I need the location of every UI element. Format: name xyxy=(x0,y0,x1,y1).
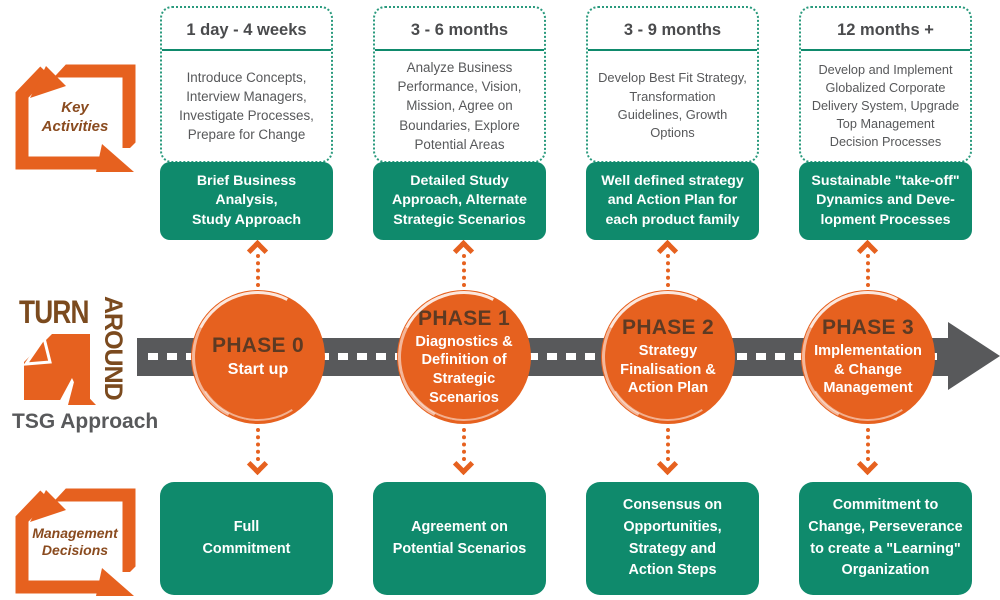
dotted-arrow-up-icon xyxy=(656,239,679,287)
decision-box-1: Full Commitment xyxy=(160,482,333,595)
decision-box-2: Agreement on Potential Scenarios xyxy=(373,482,546,595)
activities-text: Develop Best Fit Strategy, Transformatio… xyxy=(598,70,747,141)
road-arrow-icon xyxy=(948,322,1000,390)
phase-circle-1: PHASE 1 Diagnostics & Definition of Stra… xyxy=(397,290,531,424)
activity-card-1: 1 day - 4 weeks Introduce Concepts, Inte… xyxy=(160,6,333,163)
dotted-arrow-down-icon xyxy=(656,428,679,476)
duration-header: 1 day - 4 weeks xyxy=(162,8,331,51)
dotted-arrow-up-icon xyxy=(246,239,269,287)
logo-turn-text: TURN xyxy=(19,294,89,330)
dotted-arrow-up-icon xyxy=(856,239,879,287)
activity-card-2: 3 - 6 months Analyze Business Performanc… xyxy=(373,6,546,163)
activities-text: Develop and Implement Globalized Corpora… xyxy=(811,62,960,150)
loop-arrow-icon xyxy=(15,484,136,598)
key-activities-text: Key Activities xyxy=(41,99,109,135)
logo-turnaround: TURN AROUND TSG Approach xyxy=(12,294,162,444)
dotted-arrow-down-icon xyxy=(452,428,475,476)
phase-circle-2: PHASE 2 Strategy Finalisation & Action P… xyxy=(601,290,735,424)
duration-header: 3 - 9 months xyxy=(588,8,757,51)
decision-box-4: Commitment to Change, Perseverance to cr… xyxy=(799,482,972,595)
activities-text: Analyze Business Performance, Vision, Mi… xyxy=(397,60,522,152)
management-decisions-text: Management Decisions xyxy=(32,524,118,559)
logo-caption: TSG Approach xyxy=(12,410,159,433)
deliverable-box-2: Detailed Study Approach, Alternate Strat… xyxy=(373,162,546,240)
dotted-arrow-down-icon xyxy=(246,428,269,476)
dotted-arrow-down-icon xyxy=(856,428,879,476)
activities-text: Introduce Concepts, Interview Managers, … xyxy=(179,69,314,143)
activity-card-4: 12 months + Develop and Implement Global… xyxy=(799,6,972,163)
logo-around-text: AROUND xyxy=(99,296,127,400)
decision-box-3: Consensus on Opportunities, Strategy and… xyxy=(586,482,759,595)
phase-circle-3: PHASE 3 Implementation & Change Manageme… xyxy=(801,290,935,424)
phase-subtitle: Diagnostics & Definition of Strategic Sc… xyxy=(415,333,513,406)
loop-arrow-icon xyxy=(15,60,136,174)
logo-square-icon xyxy=(22,334,96,405)
road-center-dashes xyxy=(148,353,942,360)
phase-subtitle: Implementation & Change Management xyxy=(814,342,922,397)
phase-title: PHASE 0 xyxy=(212,333,304,357)
key-activities-label: Key Activities xyxy=(12,60,138,174)
activity-card-3: 3 - 9 months Develop Best Fit Strategy, … xyxy=(586,6,759,163)
management-decisions-label: Management Decisions xyxy=(12,484,138,598)
phase-circle-0: PHASE 0 Start up xyxy=(191,290,325,424)
duration-header: 3 - 6 months xyxy=(375,8,544,51)
duration-header: 12 months + xyxy=(801,8,970,51)
deliverable-box-3: Well defined strategy and Action Plan fo… xyxy=(586,162,759,240)
phase-title: PHASE 1 xyxy=(418,306,510,330)
phase-title: PHASE 2 xyxy=(622,315,714,339)
deliverable-box-4: Sustainable "take-off" Dynamics and Deve… xyxy=(799,162,972,240)
phase-title: PHASE 3 xyxy=(822,315,914,339)
phase-subtitle: Strategy Finalisation & Action Plan xyxy=(620,342,716,397)
dotted-arrow-up-icon xyxy=(452,239,475,287)
phase-subtitle: Start up xyxy=(227,360,289,378)
deliverable-box-1: Brief Business Analysis, Study Approach xyxy=(160,162,333,240)
